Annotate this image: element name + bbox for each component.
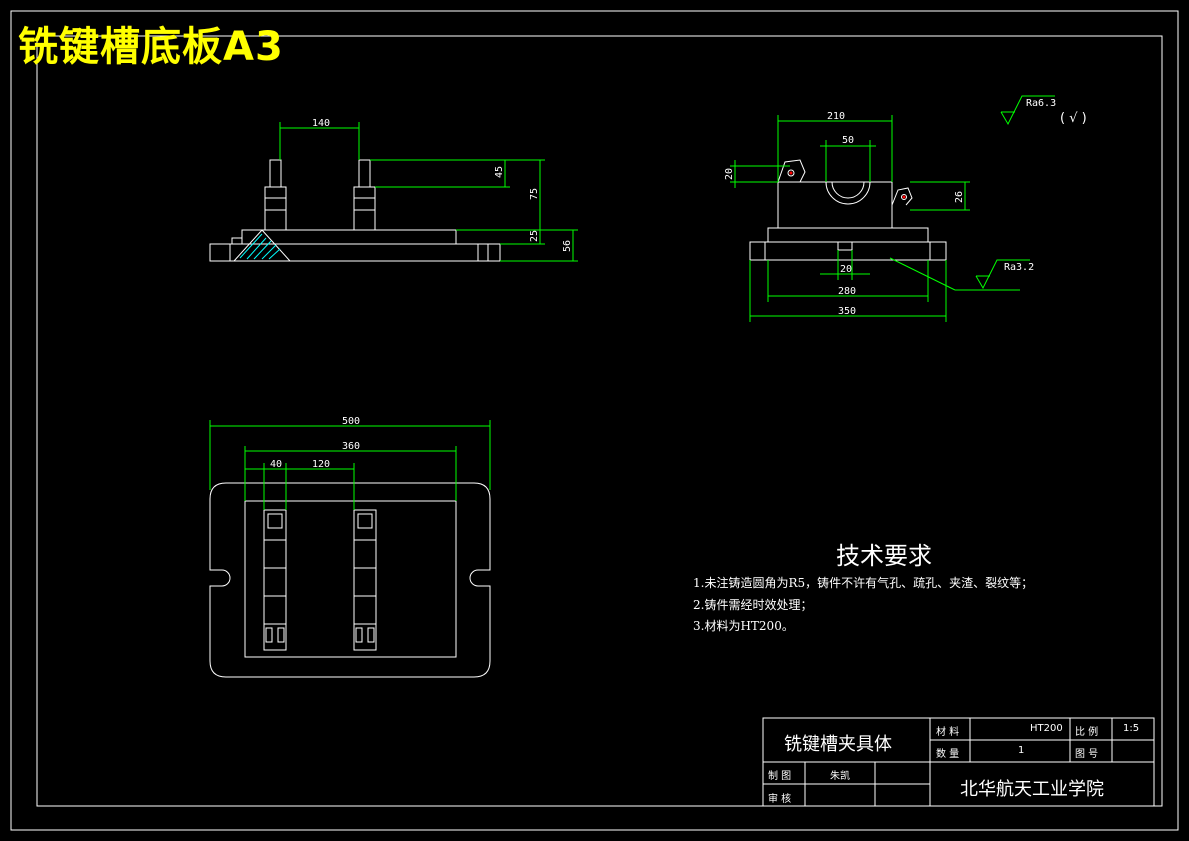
inner-border: [36, 35, 1163, 807]
dim-360: 360: [342, 441, 360, 452]
quantity-label: 数 量: [936, 749, 960, 760]
dim-350: 350: [838, 306, 856, 317]
quantity-value: 1: [1018, 745, 1025, 756]
side-view-dimensions: [730, 115, 1020, 322]
tech-requirement-2: 2.铸件需经时效处理；: [693, 598, 813, 612]
tech-requirements-heading: 技术要求: [836, 542, 932, 570]
front-view-dim-text: 140 45 75 25 56: [312, 118, 573, 252]
dim-45: 45: [494, 166, 505, 178]
surface-finish-local: [975, 259, 1030, 290]
dim-20-left: 20: [724, 168, 735, 180]
title-block-grid: [762, 717, 1155, 807]
top-view-dimensions: [209, 420, 491, 510]
side-view-dim-text: 210 50 20 26 20 280 350: [724, 111, 965, 317]
side-view-markers: [789, 171, 906, 199]
surface-finish-general: [1000, 95, 1055, 126]
front-view-dimensions: [279, 122, 578, 262]
outer-border: [10, 10, 1179, 831]
drawing-no-label: 图 号: [1075, 749, 1099, 760]
dim-26: 26: [954, 191, 965, 203]
scale-value: 1:5: [1123, 723, 1140, 734]
drafter-value: 朱凯: [830, 771, 850, 782]
scale-label: 比 例: [1075, 727, 1099, 738]
tech-requirement-1: 1.未注铸造圆角为R5，铸件不许有气孔、疏孔、夹渣、裂纹等；: [693, 576, 1034, 590]
dim-140: 140: [312, 118, 330, 129]
dim-210: 210: [827, 111, 845, 122]
part-name: 铣键槽夹具体: [784, 734, 892, 755]
front-view-hatch: [239, 233, 281, 260]
ra-local: Ra3.2: [1004, 262, 1034, 273]
top-view-dim-text: 500 360 40 120: [270, 416, 360, 470]
dim-25: 25: [529, 230, 540, 242]
material-value: HT200: [1030, 723, 1063, 734]
dim-500: 500: [342, 416, 360, 427]
side-view: [749, 159, 947, 261]
dim-75: 75: [529, 188, 540, 200]
material-label: 材 料: [936, 727, 960, 738]
drawing-title: 铣键槽底板A3: [18, 24, 284, 70]
tech-requirement-3: 3.材料为HT200。: [693, 619, 794, 633]
dim-20-bottom: 20: [840, 264, 852, 275]
school-name: 北华航天工业学院: [960, 779, 1104, 800]
dim-120: 120: [312, 459, 330, 470]
dim-280: 280: [838, 286, 856, 297]
drafter-label: 制 图: [768, 771, 792, 782]
reviewer-label: 审 核: [768, 794, 792, 805]
dim-56: 56: [562, 240, 573, 252]
ra-general: Ra6.3: [1026, 98, 1056, 109]
top-view: [209, 482, 491, 678]
front-view: [209, 159, 501, 262]
dim-40: 40: [270, 459, 282, 470]
dim-50: 50: [842, 135, 854, 146]
ra-general-note: ( √ ): [1060, 111, 1087, 126]
